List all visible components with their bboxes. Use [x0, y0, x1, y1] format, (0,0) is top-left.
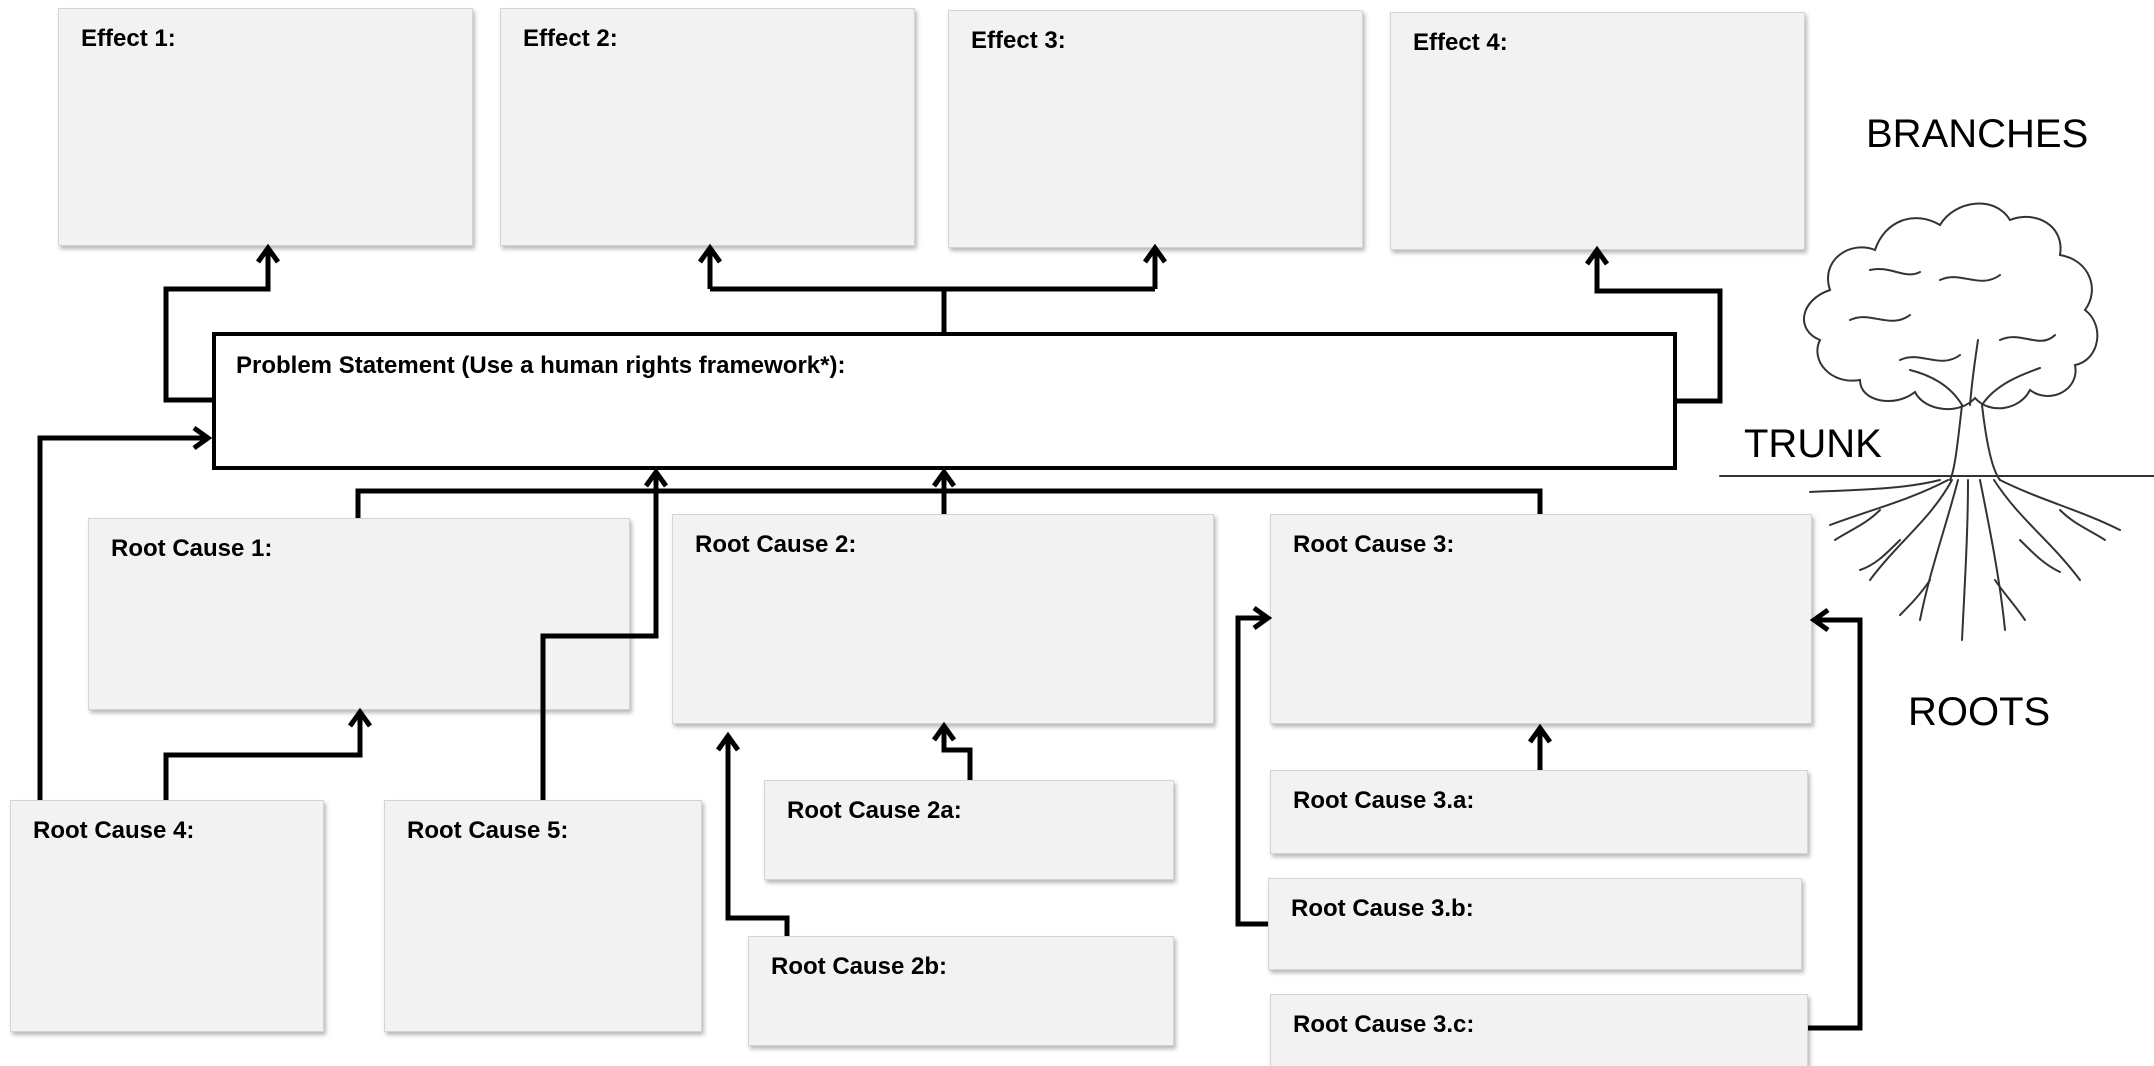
problem-statement-box[interactable]: Problem Statement (Use a human rights fr…	[212, 332, 1677, 470]
arrowhead-rc3	[1527, 723, 1553, 744]
arrowhead-problem-bottom-left	[643, 467, 669, 488]
effect-1-label: Effect 1:	[81, 25, 176, 52]
root-cause-5-box[interactable]: Root Cause 5:	[384, 800, 702, 1032]
arrow-problem-to-effect-2-3	[707, 250, 1158, 332]
arrowhead-effect-1	[255, 243, 281, 264]
arrow-rc3c-to-rc3	[1808, 617, 1863, 1031]
arrowhead-effect-3	[1142, 243, 1168, 264]
root-cause-1-box[interactable]: Root Cause 1:	[88, 518, 630, 710]
arrow-rc2a-to-rc2	[941, 728, 973, 780]
branches-label: BRANCHES	[1866, 112, 2089, 156]
arrowhead-rc1	[347, 707, 373, 728]
root-cause-3b-box[interactable]: Root Cause 3.b:	[1268, 878, 1802, 970]
root-cause-3-box[interactable]: Root Cause 3:	[1270, 514, 1812, 724]
root-cause-3a-box[interactable]: Root Cause 3.a:	[1270, 770, 1808, 854]
root-cause-4-label: Root Cause 4:	[33, 817, 195, 844]
root-cause-5-label: Root Cause 5:	[407, 817, 569, 844]
tree-roots	[1809, 479, 2121, 641]
arrowhead-effect-2	[697, 243, 723, 264]
arrow-rc5-to-problem	[540, 474, 659, 800]
tree-trunk	[1949, 404, 2001, 481]
root-cause-3-label: Root Cause 3:	[1293, 531, 1455, 558]
root-cause-1-label: Root Cause 1:	[111, 535, 273, 562]
tree-canopy	[1803, 202, 2099, 411]
arrowhead-rc2-left	[715, 731, 741, 752]
arrow-rc4-to-rc1	[163, 714, 363, 800]
root-cause-3c-box[interactable]: Root Cause 3.c:	[1270, 994, 1808, 1066]
arrow-rc4-to-problem	[37, 435, 206, 800]
effect-2-label: Effect 2:	[523, 25, 618, 52]
root-cause-2a-label: Root Cause 2a:	[787, 797, 962, 824]
effect-1-box[interactable]: Effect 1:	[58, 8, 473, 246]
root-cause-3a-label: Root Cause 3.a:	[1293, 787, 1475, 814]
arrowhead-problem-bottom-center	[931, 467, 957, 488]
root-cause-4-box[interactable]: Root Cause 4:	[10, 800, 324, 1032]
arrowhead-effect-4	[1584, 245, 1610, 266]
arrow-rc1-rc2-rc3-to-problem	[355, 474, 1543, 518]
roots-label: ROOTS	[1908, 690, 2051, 734]
root-cause-3b-label: Root Cause 3.b:	[1291, 895, 1474, 922]
arrowhead-problem-left	[192, 425, 213, 451]
trunk-label: TRUNK	[1744, 422, 1882, 466]
root-cause-2-box[interactable]: Root Cause 2:	[672, 514, 1214, 724]
root-cause-2a-box[interactable]: Root Cause 2a:	[764, 780, 1174, 880]
arrowhead-rc3-right	[1809, 607, 1830, 633]
effect-2-box[interactable]: Effect 2:	[500, 8, 915, 246]
arrow-rc3b-to-rc3	[1235, 615, 1268, 927]
arrowhead-rc2	[931, 721, 957, 742]
effect-4-box[interactable]: Effect 4:	[1390, 12, 1805, 250]
root-cause-2b-box[interactable]: Root Cause 2b:	[748, 936, 1174, 1046]
effect-4-label: Effect 4:	[1413, 29, 1508, 56]
arrowhead-rc3-left	[1252, 605, 1273, 631]
arrow-problem-to-effect-4	[1594, 252, 1723, 404]
root-cause-2-label: Root Cause 2:	[695, 531, 857, 558]
root-cause-2b-label: Root Cause 2b:	[771, 953, 948, 980]
tree-illustration	[1719, 202, 2154, 641]
arrow-problem-to-effect-1	[163, 250, 271, 403]
arrow-rc2b-to-rc2	[725, 738, 790, 936]
effect-3-box[interactable]: Effect 3:	[948, 10, 1363, 248]
effect-3-label: Effect 3:	[971, 27, 1066, 54]
problem-statement-label: Problem Statement (Use a human rights fr…	[236, 352, 846, 379]
root-cause-3c-label: Root Cause 3.c:	[1293, 1011, 1475, 1038]
